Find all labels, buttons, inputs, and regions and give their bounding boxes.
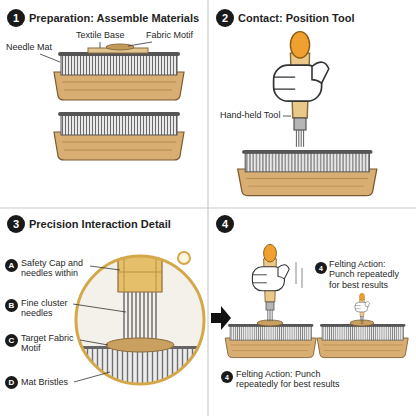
- motion-line: [296, 262, 302, 288]
- magnified-detail: [76, 256, 204, 384]
- part-label: Mat Bristles: [21, 377, 68, 387]
- part-label: Fine cluster needles: [21, 298, 73, 319]
- part-label: Target Fabric Motif: [21, 333, 78, 354]
- magnified-detail: [106, 338, 174, 352]
- needle-mat: [54, 52, 184, 160]
- hand-tool: [274, 32, 329, 147]
- hand-tool: [252, 244, 289, 321]
- hand-tool: [274, 32, 329, 147]
- leader-line: [74, 372, 110, 382]
- part-label: Hand-held Tool: [220, 110, 280, 120]
- part-label: Safety Cap and needles within: [21, 258, 87, 279]
- part-label: Felting Action: Punch repeatedly for bes…: [329, 259, 409, 290]
- needle-mat: [54, 112, 184, 160]
- needle-mat: [54, 52, 184, 100]
- leader-line: [283, 116, 291, 117]
- needle-mat: [238, 150, 377, 196]
- callout-number: 4: [216, 215, 234, 233]
- part-label: Textile Base: [76, 30, 125, 40]
- panel-title: Contact: Position Tool: [238, 12, 355, 25]
- magnified-detail: [124, 292, 156, 344]
- callout-number: B: [5, 299, 18, 312]
- leader-line: [40, 42, 291, 382]
- panel-title: Preparation: Assemble Materials: [29, 12, 199, 25]
- part-label: Fabric Motif: [146, 30, 193, 40]
- callout-number: 4: [221, 371, 233, 383]
- callout-number: A: [5, 259, 18, 272]
- callout-number: D: [5, 376, 18, 389]
- step-arrow: [211, 306, 231, 330]
- magnified-detail: [178, 252, 190, 264]
- callout-number: C: [5, 334, 18, 347]
- motion-line: [296, 262, 302, 288]
- leader-line: [40, 54, 60, 62]
- callout-number: 1: [7, 9, 25, 27]
- magnified-detail: [74, 250, 206, 390]
- fabric-motif: [106, 44, 134, 50]
- needle-mat: [225, 324, 316, 358]
- callout-number: 2: [216, 9, 234, 27]
- needle-mat: [225, 324, 408, 358]
- fabric-motif: [106, 44, 134, 50]
- part-label: Felting Action: Punch repeatedly for bes…: [236, 369, 361, 390]
- hand-tool: [355, 293, 370, 324]
- panel-divider: [0, 207, 416, 208]
- fabric-motif: [257, 320, 283, 326]
- magnified-detail: [74, 250, 206, 390]
- leader-line: [73, 304, 126, 312]
- callout-number: 4: [315, 262, 327, 274]
- fabric-motif: [350, 320, 374, 326]
- fabric-motif: [257, 320, 374, 326]
- part-label: Needle Mat: [6, 42, 52, 52]
- callout-number: 3: [7, 215, 25, 233]
- panel-title: Precision Interaction Detail: [29, 218, 171, 231]
- leader-line: [128, 42, 152, 46]
- step-arrow: [211, 306, 231, 330]
- needle-mat: [317, 324, 408, 358]
- leader-line: [80, 340, 108, 345]
- needle-mat: [238, 150, 377, 196]
- leader-line: [90, 266, 120, 270]
- leader-line: [100, 42, 101, 48]
